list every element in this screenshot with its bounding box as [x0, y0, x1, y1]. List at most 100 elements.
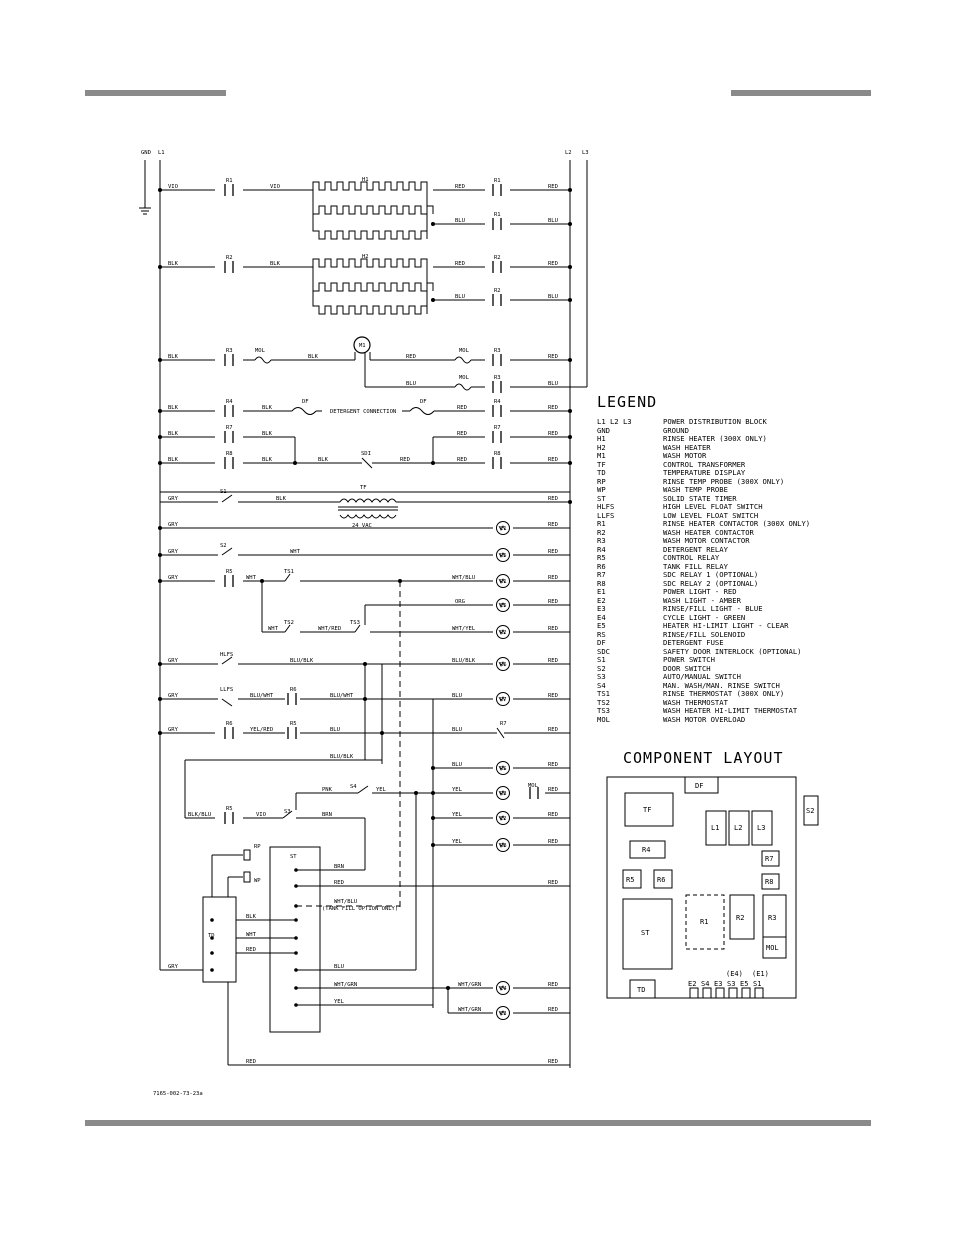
legend-code: R2 [597, 527, 606, 537]
legend-description: RINSE/FILL SOLENOID [663, 629, 746, 639]
component-label: RP [254, 844, 261, 850]
component-label: TF [360, 485, 367, 491]
wire-label: GRY [168, 727, 179, 733]
wire-label: BLU [548, 381, 558, 387]
component-label: R2 [500, 630, 507, 636]
wire-label: BLK [168, 354, 179, 360]
wire-label: YEL [452, 812, 463, 818]
wire-label: RED [548, 575, 558, 581]
wire-label: GRY [168, 964, 179, 970]
layout-label: R5 [626, 876, 634, 884]
component-label: R7 [500, 697, 507, 703]
component-label: TS3 [350, 620, 360, 626]
legend-description: CONTROL TRANSFORMER [663, 459, 746, 469]
component-label: R3 [226, 348, 233, 354]
layout-label: S4 [701, 980, 709, 988]
component-label: MOL [528, 783, 539, 789]
layout-label: R4 [642, 846, 650, 854]
detergent-connection-label: DETERGENT CONNECTION [330, 409, 396, 415]
wire-label: BLU [548, 294, 558, 300]
legend-description: CONTROL RELAY [663, 553, 720, 562]
legend-code: LLFS [597, 510, 615, 520]
component-label: R6 [500, 662, 507, 668]
component-label: M1 [359, 343, 366, 349]
wire-label: RED [548, 658, 558, 664]
wire-label: VIO [270, 184, 280, 190]
layout-label: R8 [765, 878, 773, 886]
component-label: R5 [290, 721, 297, 727]
l2-rail-label: L2 [565, 150, 572, 156]
layout-label: R6 [657, 876, 665, 884]
component-label: R3 [494, 375, 501, 381]
component-label: E2 [500, 816, 507, 822]
legend-description: POWER LIGHT - RED [663, 587, 737, 596]
legend-description: WASH LIGHT - AMBER [663, 595, 741, 605]
gnd-rail-label: GND [141, 150, 151, 156]
layout-label: L1 [711, 824, 719, 832]
component-layout-title: COMPONENT LAYOUT [623, 749, 784, 767]
component-label: MOL [459, 375, 470, 381]
component-label: E3 [500, 1011, 507, 1017]
layout-label: E3 [714, 980, 722, 988]
wire-label: RED [548, 727, 558, 733]
relay-coils [493, 521, 513, 1020]
component-label: RS [500, 766, 507, 772]
component-label: R7 [494, 425, 501, 431]
wire-label: BLK [168, 261, 179, 267]
component-label: R5 [226, 569, 233, 575]
legend-code: S1 [597, 655, 606, 664]
component-label: R2 [494, 288, 501, 294]
component-label: E1 [500, 526, 507, 532]
legend-code: M1 [597, 451, 606, 460]
wire-label: RED [548, 405, 558, 411]
component-label: R6 [226, 721, 233, 727]
layout-label: (E1) [752, 970, 769, 978]
wire-label: BLK [168, 405, 179, 411]
legend-code: E5 [597, 621, 606, 630]
wire-label: BLU [455, 218, 465, 224]
wire-label: RED [548, 599, 558, 605]
wire-label: WHT [246, 932, 257, 938]
component-label: TS2 [284, 620, 294, 626]
wire-label: RED [548, 787, 558, 793]
layout-label: E5 [740, 980, 748, 988]
wire-label: BLU [406, 381, 416, 387]
component-label: R6 [290, 687, 297, 693]
wire-label: VIO [168, 184, 178, 190]
wire-label: WHT [268, 626, 279, 632]
wire-label: BLK [168, 457, 179, 463]
wire-label: RED [548, 522, 558, 528]
legend-code: TD [597, 468, 606, 477]
layout-label: R1 [700, 918, 708, 926]
legend-code: R4 [597, 544, 606, 554]
legend-description: RINSE HEATER CONTACTOR (300X ONLY) [663, 519, 811, 528]
wire-label: RED [548, 812, 558, 818]
component-label: SDI [361, 451, 371, 457]
wire-label: GRY [168, 575, 179, 581]
wire-label: RED [548, 693, 558, 699]
l1-rail-label: L1 [158, 150, 165, 156]
component-label: R1 [500, 579, 507, 585]
wire-label: RED [548, 839, 558, 845]
layout-label: S3 [727, 980, 735, 988]
component-label: R8 [494, 451, 501, 457]
wire-label: BLU/BLK [290, 658, 314, 664]
layout-label: E2 [688, 980, 696, 988]
legend-description: GROUND [663, 425, 689, 435]
legend-description: WASH THERMOSTAT [663, 697, 728, 707]
legend-description: SDC RELAY 1 (OPTIONAL) [663, 570, 759, 579]
component-label: MOL [459, 348, 470, 354]
layout-label: R7 [765, 855, 773, 863]
legend-code: E4 [597, 612, 606, 622]
component-label: R1 [494, 212, 501, 218]
